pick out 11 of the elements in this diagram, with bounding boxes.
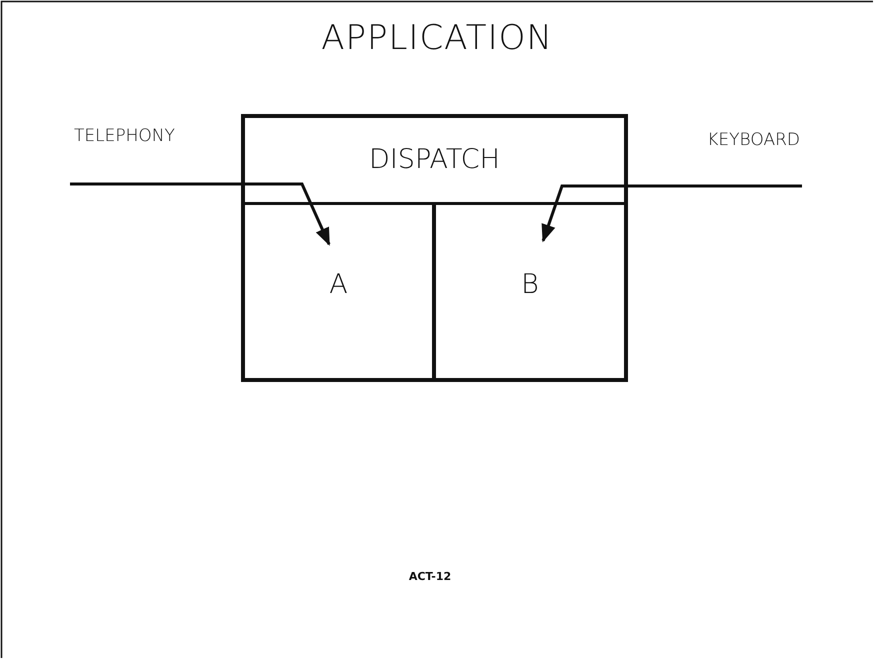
node-label: A [328,269,349,300]
input-label: TELEPHONY [74,126,175,146]
figure-code: ACT-12 [408,570,452,583]
node-label: B [520,269,540,300]
outer-box [241,114,628,382]
arrow [542,184,802,242]
input-label: KEYBOARD [707,130,800,150]
title: APPLICATION [320,18,554,58]
node-label: DISPATCH [368,144,501,175]
process-cell [245,202,436,378]
arrow [70,182,330,246]
